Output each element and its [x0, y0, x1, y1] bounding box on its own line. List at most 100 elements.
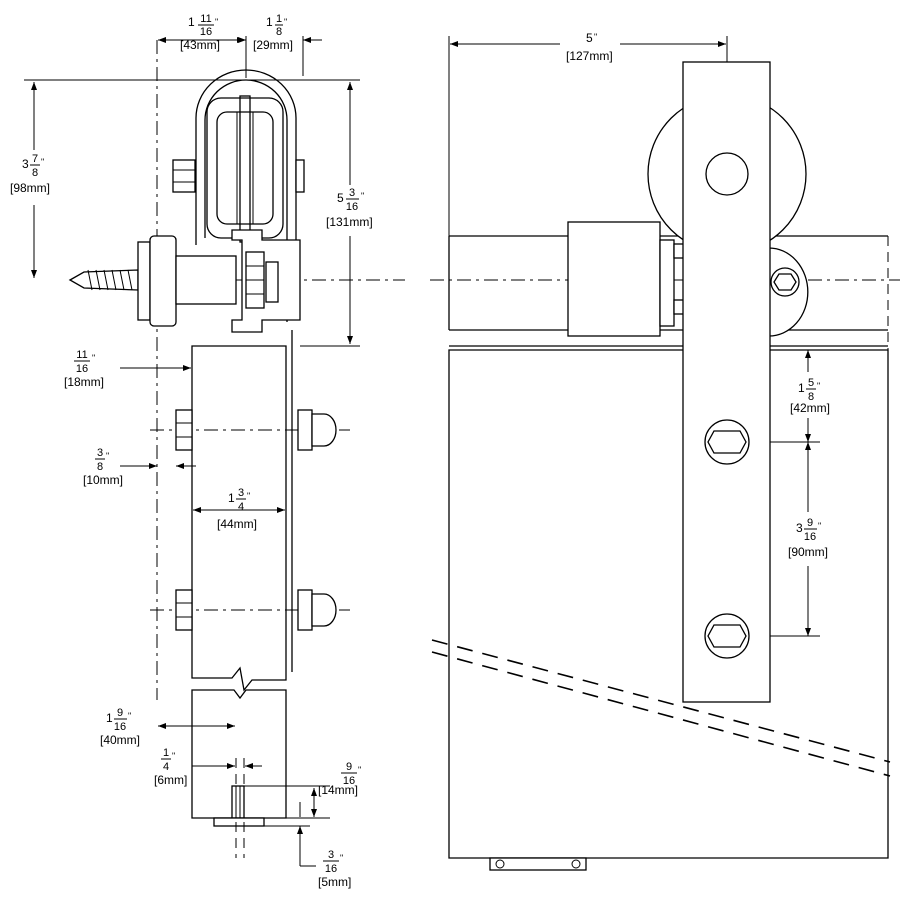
svg-text:8: 8: [32, 167, 38, 179]
svg-text:16: 16: [200, 26, 212, 38]
svg-text:[127mm]: [127mm]: [566, 49, 613, 63]
door-bolt-head: [175, 589, 193, 631]
cap-nut: [297, 409, 313, 451]
svg-text:3: 3: [22, 157, 29, 171]
svg-text:": ": [340, 853, 343, 863]
svg-text:3: 3: [796, 521, 803, 535]
svg-text:": ": [817, 381, 820, 391]
svg-text:1: 1: [276, 13, 282, 25]
svg-text:9: 9: [807, 517, 813, 529]
svg-text:[90mm]: [90mm]: [788, 545, 828, 559]
svg-text:11: 11: [200, 13, 211, 25]
dim-label-98mm: 3 7 8 " [98mm]: [10, 153, 50, 195]
svg-text:3: 3: [349, 187, 355, 199]
svg-text:": ": [818, 521, 821, 531]
svg-text:": ": [594, 32, 597, 42]
screw-threads: [87, 269, 133, 291]
svg-text:": ": [172, 751, 175, 761]
rail-spacer: [149, 235, 177, 327]
svg-text:4: 4: [238, 501, 244, 513]
svg-text:": ": [215, 17, 218, 27]
dim-label-6mm: 1 4 " [6mm]: [154, 747, 187, 787]
dim-label-127mm: 5 " [127mm]: [566, 31, 613, 63]
svg-text:[6mm]: [6mm]: [154, 773, 187, 787]
door-edge-upper: [191, 345, 287, 692]
svg-text:": ": [358, 765, 361, 775]
svg-text:[40mm]: [40mm]: [100, 733, 140, 747]
svg-text:[43mm]: [43mm]: [180, 38, 220, 52]
dim-label-29mm: 1 1 8 " [29mm]: [253, 13, 293, 52]
svg-text:5: 5: [337, 191, 344, 205]
axle-cap: [295, 159, 305, 193]
svg-text:1: 1: [188, 15, 195, 29]
spacer-washer: [137, 241, 151, 321]
svg-text:8: 8: [97, 461, 103, 473]
dim-label-131mm: 5 3 16 " [131mm]: [326, 187, 373, 229]
svg-text:3: 3: [238, 487, 244, 499]
svg-text:9: 9: [117, 707, 123, 719]
svg-text:16: 16: [114, 721, 126, 733]
svg-text:[98mm]: [98mm]: [10, 181, 50, 195]
side-view: [24, 36, 405, 867]
bracket-stop: [659, 239, 675, 327]
svg-text:8: 8: [808, 391, 814, 403]
svg-text:1: 1: [163, 747, 169, 759]
svg-text:[131mm]: [131mm]: [326, 215, 373, 229]
svg-text:1: 1: [798, 381, 805, 395]
svg-text:7: 7: [32, 153, 38, 165]
svg-text:8: 8: [276, 26, 282, 38]
svg-text:[5mm]: [5mm]: [318, 875, 351, 889]
stop-block: [265, 261, 279, 303]
svg-text:1: 1: [266, 15, 273, 29]
floor-guide-plate: [213, 817, 265, 827]
svg-text:5: 5: [808, 377, 814, 389]
svg-text:11: 11: [76, 349, 87, 361]
svg-text:[42mm]: [42mm]: [790, 401, 830, 415]
svg-text:[44mm]: [44mm]: [217, 517, 257, 531]
svg-text:": ": [361, 191, 364, 201]
wheel: [206, 97, 284, 239]
svg-text:16: 16: [343, 775, 355, 787]
floor-guide: [231, 785, 245, 819]
svg-text:5: 5: [586, 31, 593, 45]
dim-label-14mm: 9 16 " [14mm]: [318, 761, 361, 797]
svg-text:[10mm]: [10mm]: [83, 473, 123, 487]
wheel-groove: [216, 111, 274, 225]
dim-label-18mm: 11 16 " [18mm]: [64, 349, 104, 389]
dim-label-5mm: 3 16 " [5mm]: [318, 849, 351, 889]
door-face: [448, 349, 889, 859]
svg-text:[14mm]: [14mm]: [318, 783, 358, 797]
svg-text:16: 16: [346, 201, 358, 213]
lag-screw: [68, 269, 139, 291]
door-edge-lower: [191, 689, 287, 819]
svg-text:": ": [128, 711, 131, 721]
front-view: [430, 36, 900, 871]
svg-text:": ": [247, 491, 250, 501]
dim-label-43mm: 1 11 16 " [43mm]: [180, 13, 220, 52]
dim-label-90mm: 3 9 16 " [90mm]: [788, 517, 828, 559]
svg-text:[29mm]: [29mm]: [253, 38, 293, 52]
cap-nut: [297, 589, 313, 631]
svg-text:3: 3: [97, 447, 103, 459]
svg-text:16: 16: [76, 363, 88, 375]
svg-text:": ": [92, 353, 95, 363]
svg-text:1: 1: [106, 711, 113, 725]
floor-guide-front: [489, 857, 587, 871]
svg-text:": ": [106, 451, 109, 461]
svg-text:": ": [41, 157, 44, 167]
svg-text:[18mm]: [18mm]: [64, 375, 104, 389]
svg-text:9: 9: [346, 761, 352, 773]
axle-hole: [705, 152, 749, 196]
rail-wall-bracket: [567, 221, 661, 337]
svg-text:16: 16: [804, 531, 816, 543]
cap-nut-dome: [311, 413, 337, 447]
axle-nut: [172, 159, 196, 193]
door-bolt-head: [175, 409, 193, 451]
rail-bolt-hex: [773, 273, 797, 291]
svg-text:1: 1: [228, 491, 235, 505]
dim-label-44mm: 1 3 4 " [44mm]: [217, 487, 257, 531]
svg-text:16: 16: [325, 863, 337, 875]
svg-text:4: 4: [163, 761, 169, 773]
dim-label-40mm: 1 9 16 " [40mm]: [100, 707, 140, 747]
